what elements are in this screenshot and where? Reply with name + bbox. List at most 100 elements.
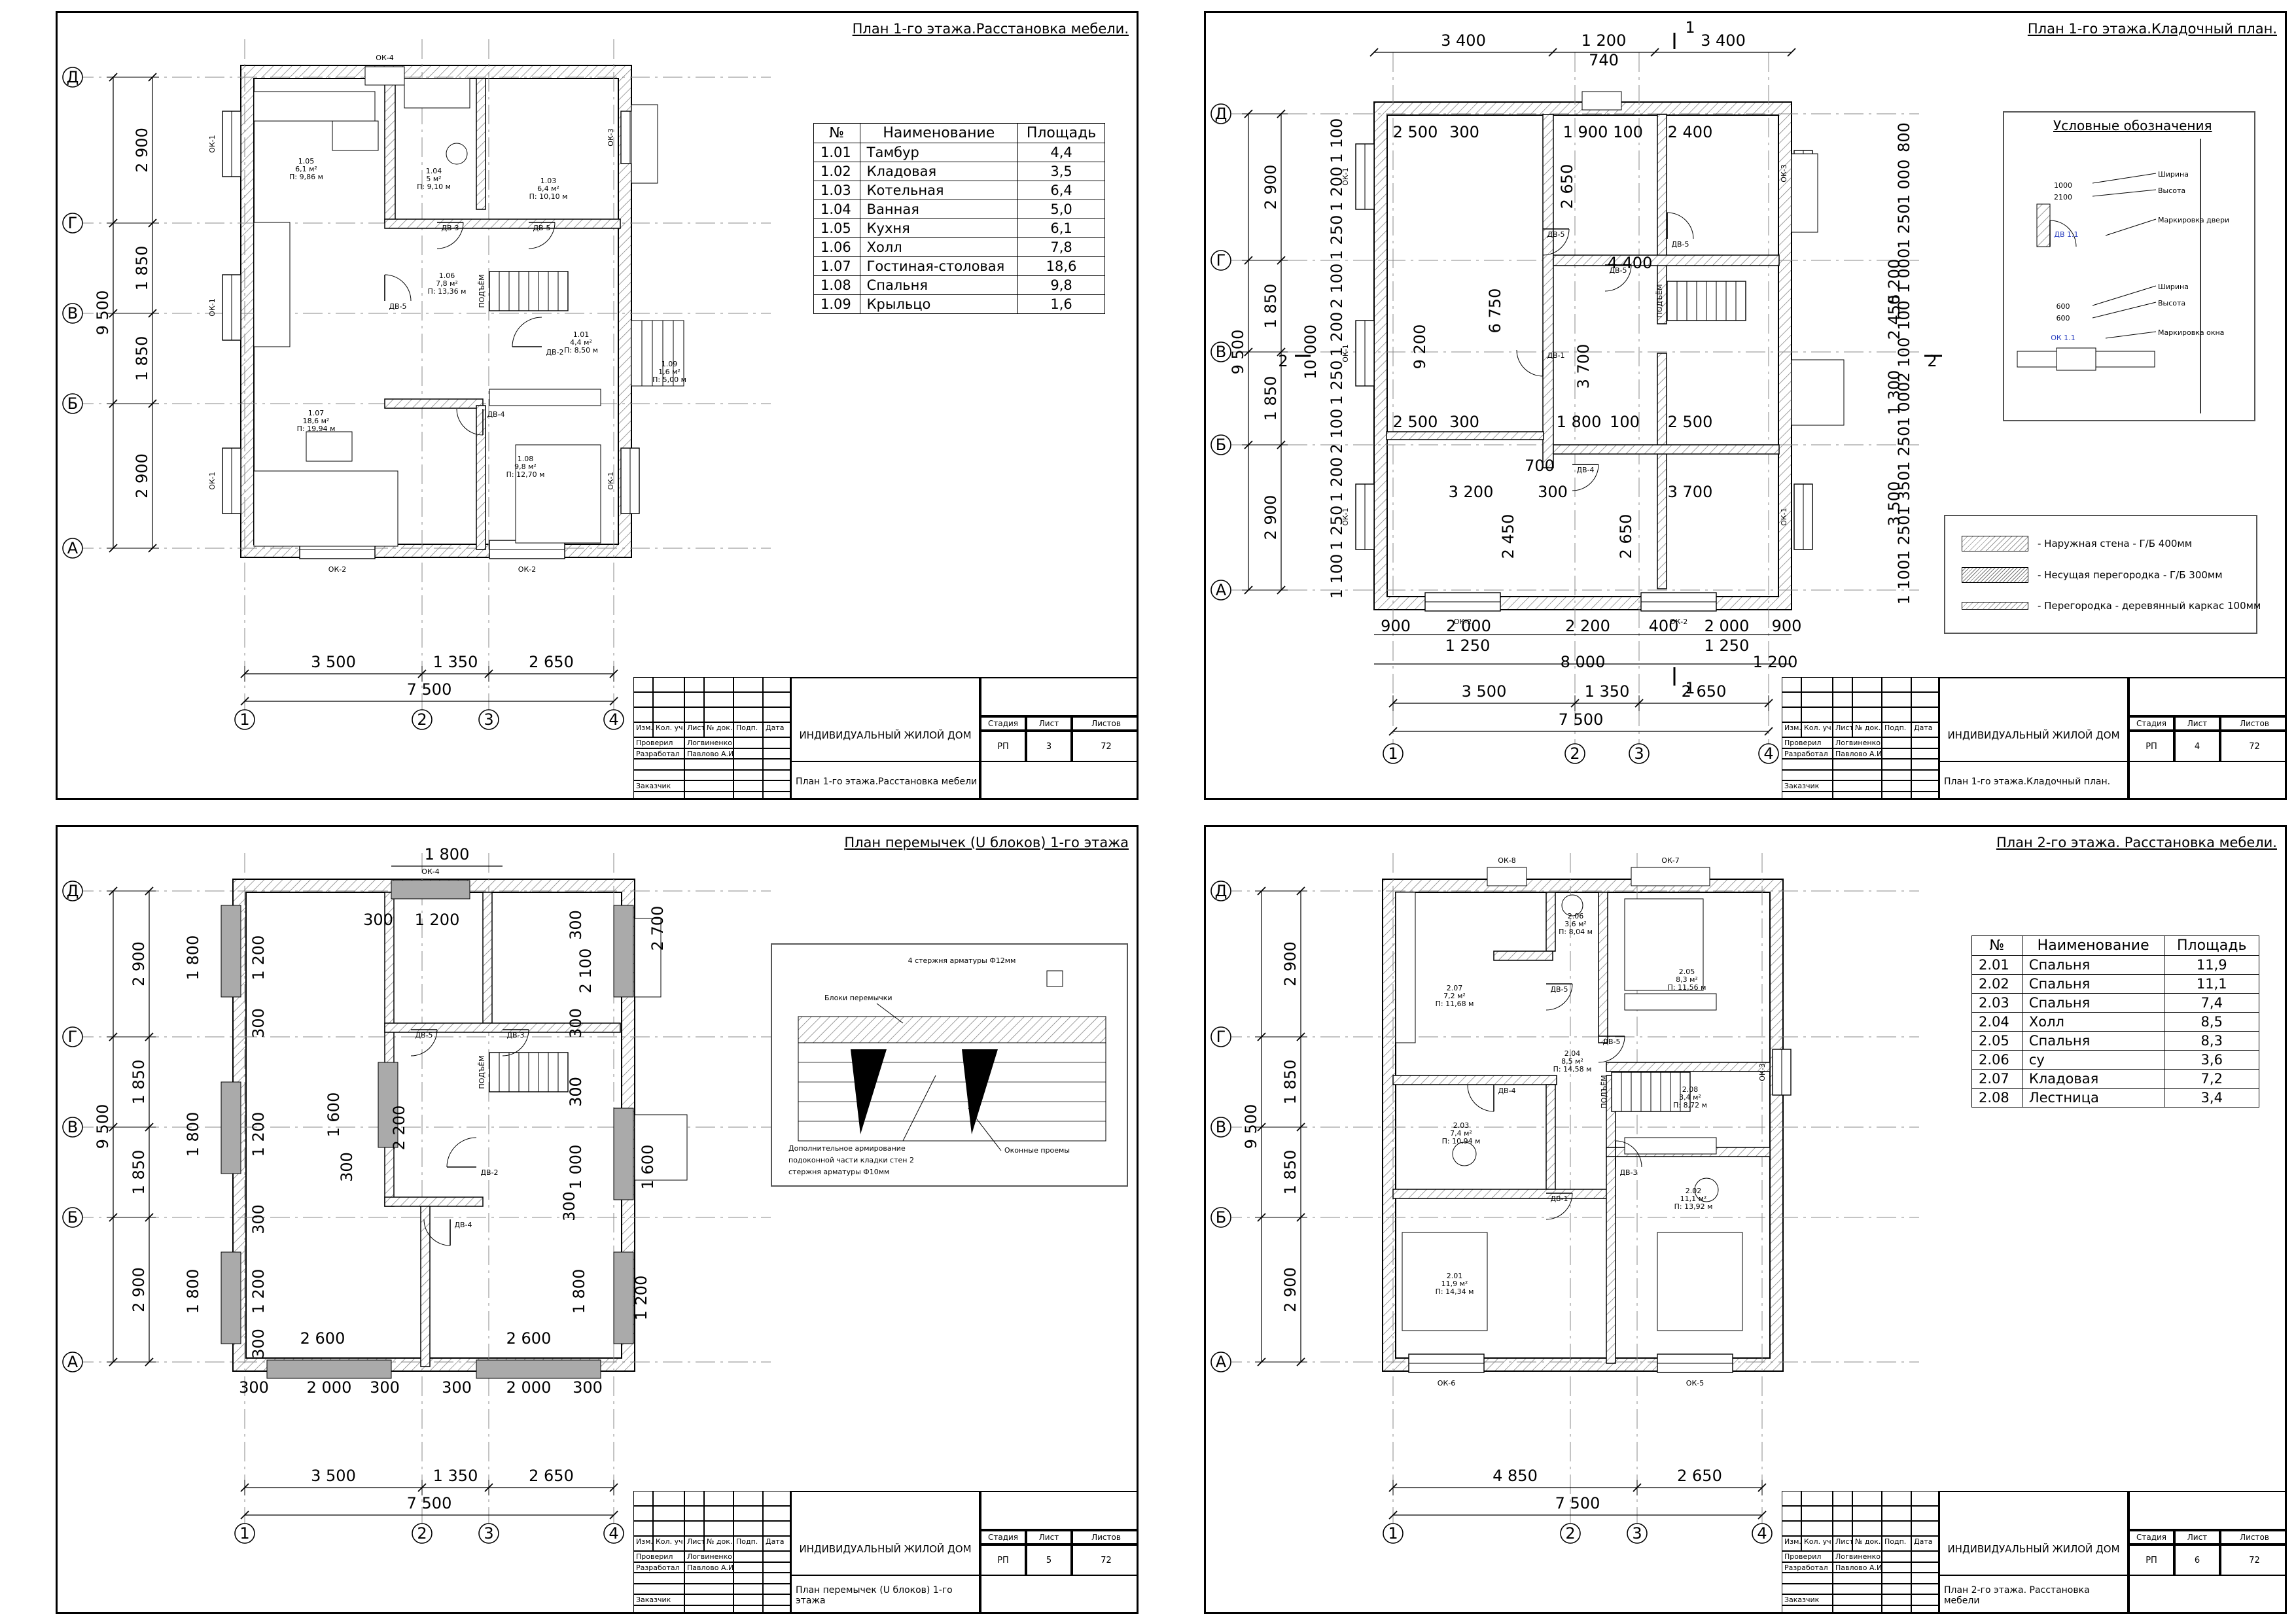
legend-door-t1: Ширина [2158,170,2189,179]
room-area: 6,4 [1017,181,1105,200]
window-ok8 [1487,867,1527,886]
dim-left-total: 9 500 [94,290,112,336]
tb-blank-row [633,707,790,722]
tb-sheet-header: Лист [2174,1530,2220,1544]
window-ok3-label: ОК-3 [1780,164,1788,182]
stairs-2-label: ПОДЪЁМ [1655,284,1664,317]
dim-tick [1388,1510,1398,1520]
window-ok3-label: ОК-3 [607,128,615,146]
room-no: 1.08 [813,275,860,295]
detail-masonry [798,1042,1106,1142]
tb-blank-row [633,1521,790,1536]
dim-inner-8: 1 600 [325,1092,343,1138]
axis-bubble-3-label: 3 [484,710,493,729]
dim-right-8: 1 350 [1895,471,1913,516]
tb-blank-cell [733,1521,763,1536]
axis-bubble-В-label: В [67,1118,78,1136]
room-name: Кухня [859,218,1019,238]
wall-hall-bottom [384,398,484,409]
legend-leader [2092,173,2157,184]
room-no: 2.05 [1971,1031,2022,1051]
axis-bubble-Г-circle [1210,250,1231,271]
tb-blank-top [2128,1491,2285,1530]
axis-bubble-А-label: А [1216,1353,1227,1371]
dim-left-inner-1: 1 200 [1328,167,1346,212]
tb-date [763,769,790,780]
dim-tick [1548,48,1557,57]
material-partition: - Перегородка - деревянный каркас 100мм [1962,600,2261,612]
room-label-2.07-no: 2.07 [1447,984,1463,992]
tb-blank-cell [704,1506,733,1521]
tb-blank-cell [763,1491,790,1506]
door-2-swing [1604,264,1632,292]
dim-inner-9: 3 700 [1574,344,1593,389]
dim-left-inner-0: 1 100 [1328,118,1346,164]
door-hall-swing [384,274,412,302]
tb-person: Логвиненко Д.В. [1833,737,1882,748]
tb-blank-cell [1882,1491,1911,1506]
tb-person [684,769,733,780]
tb-project: ИНДИВИДУАЛЬНЫЙ ЖИЛОЙ ДОМ [790,677,980,762]
room-label-1.08-perimeter: П: 12,70 м [506,470,545,479]
tb-date [1911,1562,1939,1573]
room-label-2.03-area: 7,4 м² [1450,1129,1472,1138]
wall-bearing-4 [1657,353,1667,589]
legend-window-h: 600 [2057,314,2070,323]
tb-blank-cell [1882,692,1911,707]
room-name: Спальня [2021,974,2165,994]
legend-leader [2092,285,2157,306]
room-no: 2.07 [1971,1069,2022,1089]
room-no: 1.01 [813,143,860,162]
bathtub [404,78,470,109]
room-no: 2.01 [1971,955,2022,975]
room-area: 4,4 [1017,143,1105,162]
tb-blank-cell [1852,1506,1882,1521]
dim-left-1: 1 850 [1262,284,1280,329]
door-hall-label: ДВ-5 [389,302,406,311]
dim-left-inner-7: 1 200 [1328,457,1346,502]
room-label-1.06-no: 1.06 [439,271,455,280]
wall-bath-boiler [476,78,486,210]
room-name: Спальня [2021,955,2165,975]
tb-person [1833,791,1882,798]
tb-col-header: Дата [1911,722,1939,737]
tb-blank-cell [1833,677,1852,692]
room-label-2.08-area: 3,4 м² [1679,1093,1701,1102]
col-no: № [1971,935,2022,956]
wall-vertical [384,892,395,1207]
tb-blank-cell [633,1521,653,1536]
axis-bubble-2-label: 2 [1570,744,1580,763]
wall-wc-right [1598,892,1608,1043]
dim-tick [1388,727,1398,736]
tb-blank-cell [653,677,684,692]
tb-blank-cell [653,1506,684,1521]
tb-col-header: Изм. [1782,1536,1801,1551]
tb-sign [733,1605,763,1612]
room-area: 11,1 [2164,974,2259,994]
dim-tick [1757,1510,1767,1520]
tb-role: Разработал [1782,1562,1833,1573]
tb-role [633,1573,684,1584]
dim-8000: 8 000 [1561,653,1606,671]
porch [634,1114,688,1181]
tb-sign [733,759,763,770]
dim-right-7: 1 250 [1895,427,1913,472]
dim-inner-0: 300 [363,911,393,929]
tb-sign [1882,1573,1911,1584]
room-name: су [2021,1050,2165,1070]
wall-bed1-top [1392,1189,1616,1199]
dim-tick [240,697,249,706]
legend-window-mark: ОК 1.1 [2051,334,2075,342]
tb-total: 72 [2220,1544,2285,1576]
dim-inner-30: 300 [573,1378,603,1397]
detail-leader [876,1003,904,1024]
tb-role [1782,1583,1833,1594]
tb-person: Логвиненко Д.В. [684,1551,733,1562]
